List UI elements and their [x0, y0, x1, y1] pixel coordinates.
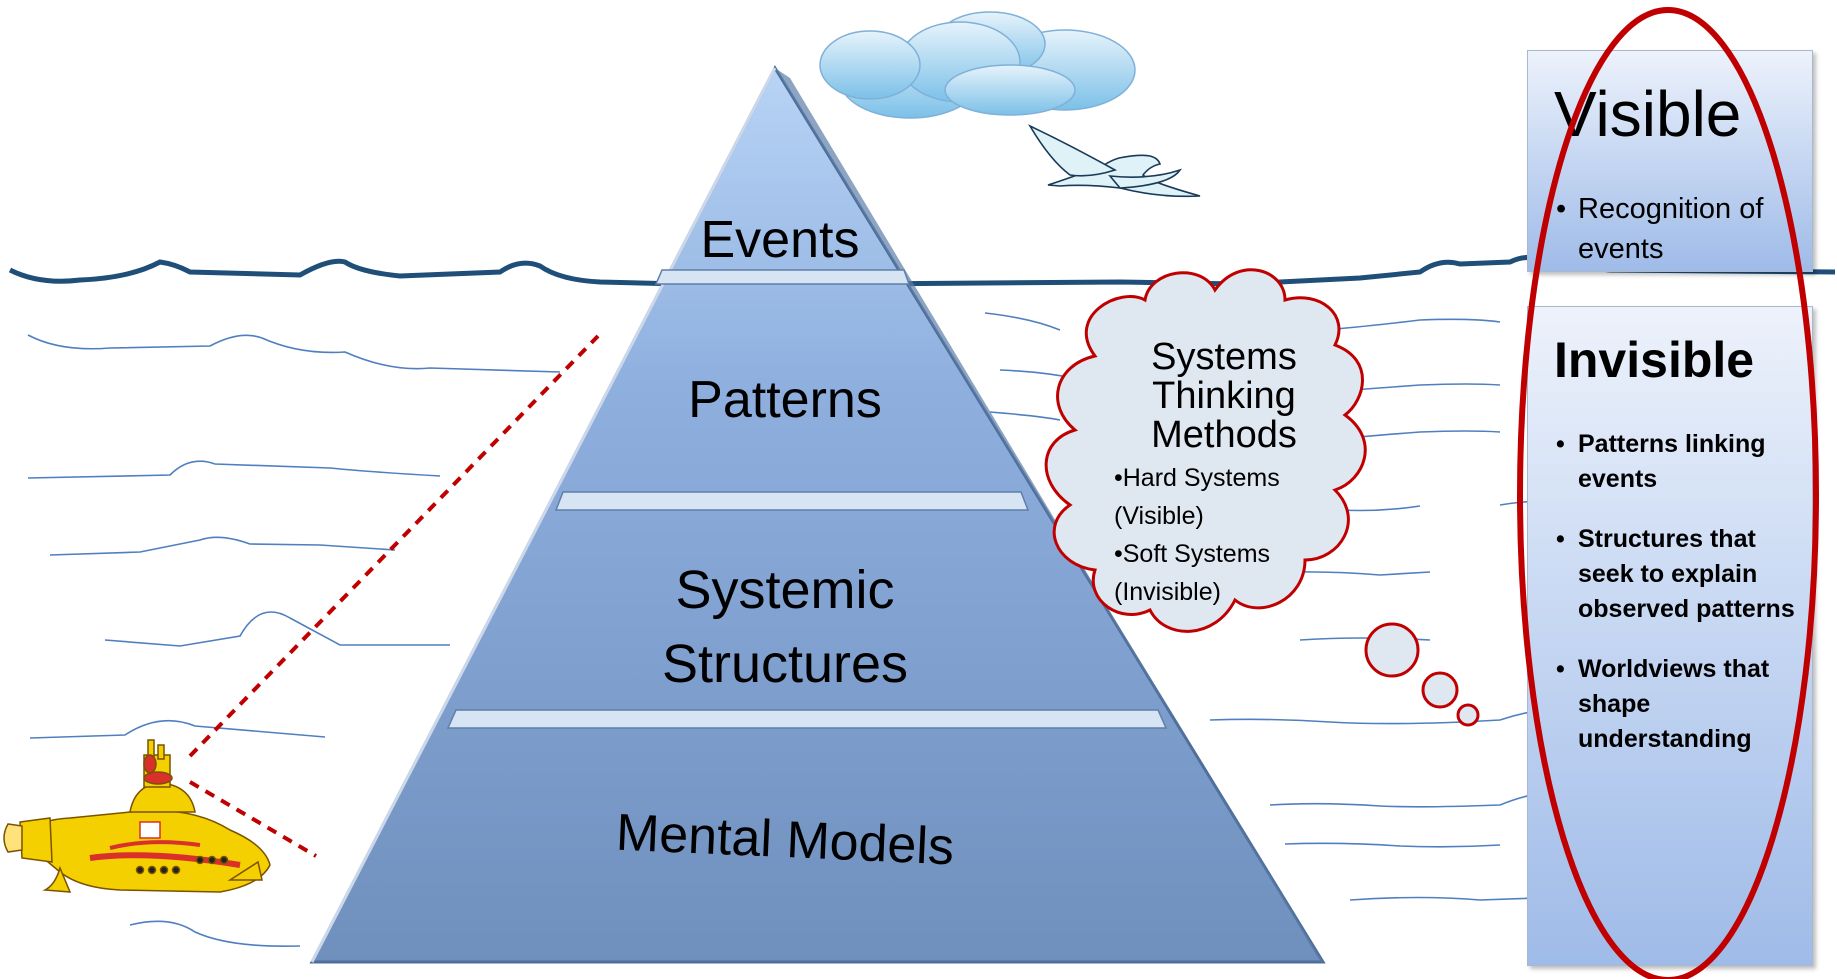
thought-bubble-item: •Soft Systems (Invisible): [1114, 540, 1271, 606]
seagull-icon: [1027, 124, 1201, 198]
visible-panel: Visible Recognition of events: [1527, 50, 1813, 272]
water-surface-line: [8, 255, 1836, 288]
invisible-bullet-item: Structures that seek to explain observed…: [1556, 522, 1806, 627]
submarine-icon: [3, 739, 271, 893]
sight-line: [188, 334, 600, 858]
iceberg-pyramid: [309, 64, 1326, 964]
invisible-bullet-item: Patterns linking events: [1556, 427, 1806, 497]
invisible-bullet-item: Worldviews that shape understanding: [1556, 652, 1806, 757]
invisible-panel: Invisible Patterns linking events Struct…: [1527, 306, 1813, 966]
tier-label-events: Events: [700, 211, 860, 269]
thought-cloud: [1044, 268, 1480, 727]
visible-panel-title: Visible: [1554, 78, 1742, 150]
thought-bubble-title: Systems Thinking Methods: [1151, 336, 1297, 456]
visible-bullet-list: Recognition of events: [1556, 189, 1796, 269]
visible-bullet-item: Recognition of events: [1556, 189, 1796, 269]
invisible-panel-title: Invisible: [1554, 332, 1755, 388]
tier-label-systemic-structures-text: Systemic Structures: [661, 560, 909, 694]
tier-label-systemic-structures: Systemic Structures: [590, 553, 980, 701]
thought-bubble-item: •Hard Systems (Visible): [1114, 464, 1280, 530]
tier-label-patterns: Patterns: [688, 371, 882, 429]
cloud-icon: [819, 11, 1136, 119]
thought-bubble-text: Systems Thinking Methods •Hard Systems (…: [1114, 338, 1334, 611]
invisible-bullet-list: Patterns linking events Structures that …: [1556, 427, 1806, 782]
